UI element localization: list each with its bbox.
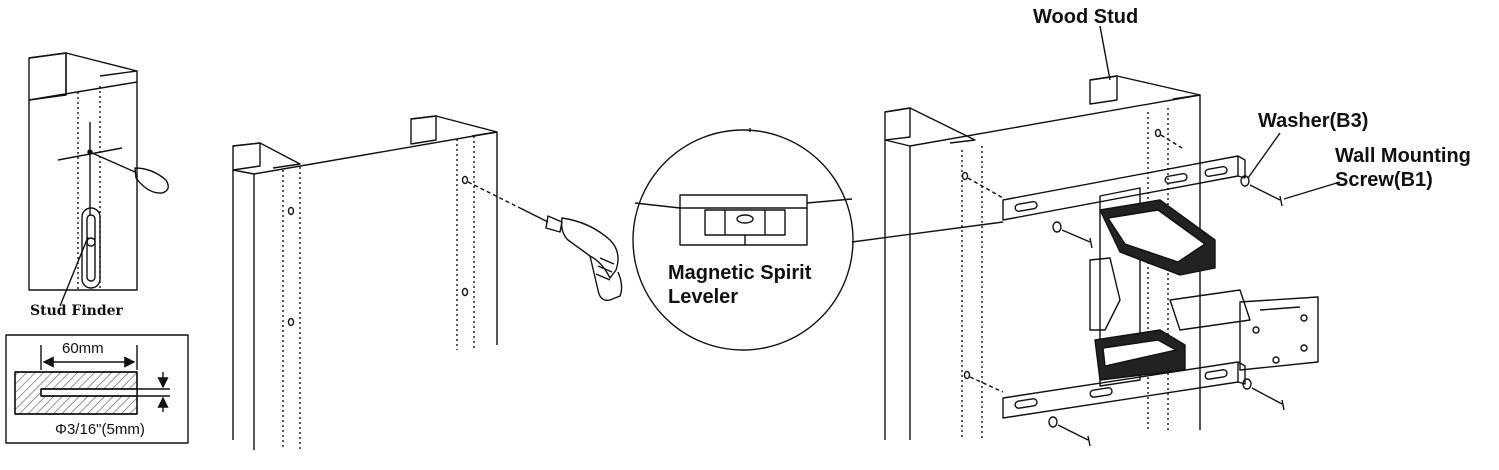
wall-mount-bracket-icon [1002, 155, 1319, 419]
spirit-level-icon [679, 194, 808, 246]
drill-icon [519, 207, 623, 301]
drill-diameter-label: Φ3/16"(5mm) [55, 421, 145, 438]
screw-label: Screw(B1) [1335, 169, 1433, 191]
panel-stud-finder [5, 52, 189, 444]
magnetic-spirit-label: Magnetic Spirit [668, 262, 812, 284]
wood-stud-label: Wood Stud [1033, 6, 1139, 28]
panel-mount-bracket [884, 25, 1341, 447]
leveler-label: Leveler [668, 286, 739, 308]
washer-icon [1048, 175, 1252, 428]
stud-finder-icon [81, 207, 101, 289]
panel-drill-wall [232, 115, 623, 450]
screwdriver-icon [91, 152, 169, 194]
stud-finder-label: Stud Finder [30, 303, 123, 319]
dimension-60mm-label: 60mm [62, 340, 104, 357]
panel-spirit-level [632, 128, 1004, 351]
wall-mounting-label: Wall Mounting [1335, 145, 1471, 167]
washer-label: Washer(B3) [1258, 110, 1369, 132]
screw-icon [1057, 184, 1285, 447]
